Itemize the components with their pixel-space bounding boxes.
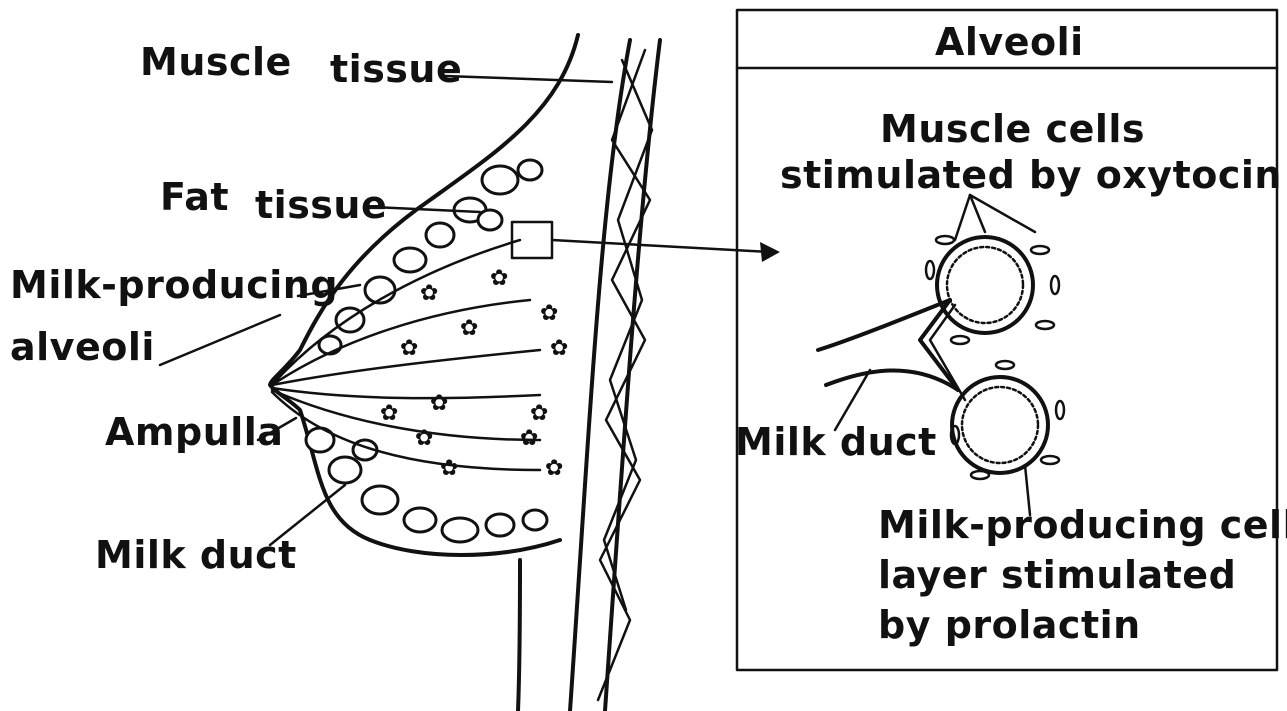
- svg-text:✿: ✿: [545, 456, 563, 481]
- inset-alveoli-drawing: [818, 195, 1064, 515]
- svg-text:✿: ✿: [520, 426, 538, 451]
- label-muscle: Muscle: [140, 40, 292, 84]
- svg-text:✿: ✿: [460, 316, 478, 341]
- label-ampulla: Ampulla: [105, 410, 283, 454]
- svg-text:✿: ✿: [550, 336, 568, 361]
- svg-text:✿: ✿: [530, 401, 548, 426]
- svg-text:✿: ✿: [430, 391, 448, 416]
- alveoli-clusters: ✿ ✿ ✿ ✿ ✿ ✿ ✿ ✿ ✿ ✿ ✿ ✿ ✿: [380, 266, 568, 481]
- label-fat: Fat: [160, 175, 229, 219]
- svg-text:✿: ✿: [440, 456, 458, 481]
- label-milk-producing: Milk-producing: [10, 263, 338, 307]
- svg-text:✿: ✿: [400, 336, 418, 361]
- svg-text:✿: ✿: [420, 281, 438, 306]
- inset-title: Alveoli: [935, 20, 1084, 64]
- svg-text:✿: ✿: [490, 266, 508, 291]
- label-stimulated-oxytocin: stimulated by oxytocin: [780, 153, 1282, 197]
- svg-text:✿: ✿: [540, 301, 558, 326]
- zoom-arrow-head: [760, 242, 780, 262]
- alveoli-inset-panel: Alveoli Muscle cells stimulated by oxyto…: [735, 10, 1287, 670]
- label-cell-layer-3: by prolactin: [878, 603, 1141, 647]
- label-cell-layer-2: layer stimulated: [878, 553, 1236, 597]
- svg-text:✿: ✿: [380, 401, 398, 426]
- chest-wall: [570, 40, 660, 711]
- label-tissue-muscle: tissue: [330, 47, 462, 91]
- label-milk-duct: Milk duct: [95, 533, 297, 577]
- breast-outline: [270, 35, 578, 711]
- svg-text:✿: ✿: [415, 426, 433, 451]
- label-cell-layer-1: Milk-producing cell: [878, 503, 1287, 547]
- label-muscle-cells: Muscle cells: [880, 107, 1145, 151]
- label-tissue-fat: tissue: [255, 183, 387, 227]
- label-alveoli: alveoli: [10, 325, 155, 369]
